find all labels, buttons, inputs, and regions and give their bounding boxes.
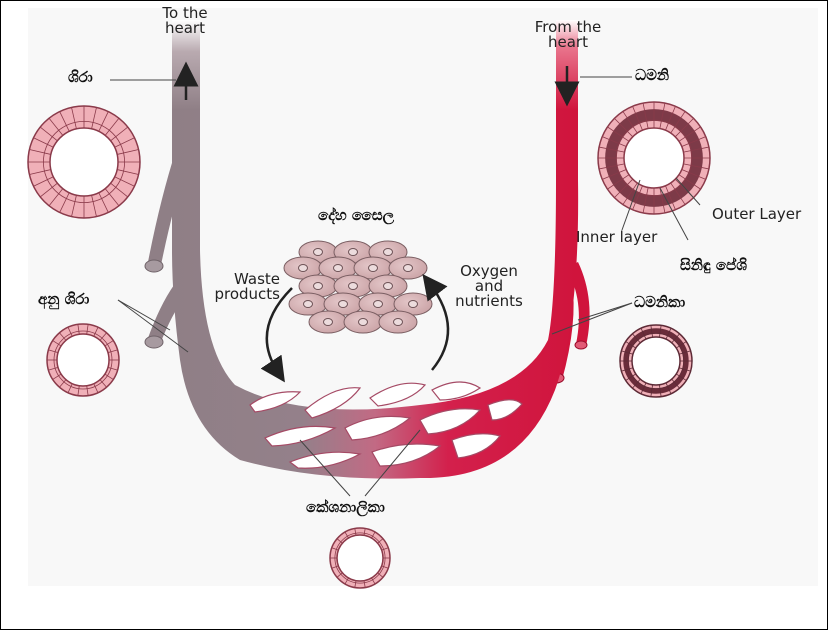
arteriole-cross-section-lumen bbox=[632, 337, 680, 385]
cell-nucleus bbox=[394, 319, 403, 326]
cell-nucleus bbox=[384, 249, 393, 256]
arteriole-cross-section bbox=[620, 325, 692, 397]
cell-nucleus bbox=[349, 249, 358, 256]
outer-layer-label: Outer Layer bbox=[712, 207, 801, 222]
vein-branch-end bbox=[145, 260, 163, 272]
venule-cross-section-lumen bbox=[57, 334, 109, 386]
cell-nucleus bbox=[374, 301, 383, 308]
cell-nucleus bbox=[409, 301, 418, 308]
cell-nucleus bbox=[304, 301, 313, 308]
cell-nucleus bbox=[334, 265, 343, 272]
capillary-label: කේශනාලිකා bbox=[306, 498, 385, 516]
cell-nucleus bbox=[299, 265, 308, 272]
cell-nucleus bbox=[369, 265, 378, 272]
artery-cross-section-lumen bbox=[624, 128, 684, 188]
cell-nucleus bbox=[384, 283, 393, 290]
cell-nucleus bbox=[404, 265, 413, 272]
to-heart-label: To theheart bbox=[156, 6, 214, 36]
vein-cross-section bbox=[28, 106, 140, 218]
cell-nucleus bbox=[314, 283, 323, 290]
arteriole-label: ධමනිකා bbox=[634, 293, 685, 311]
arteriole-branch-2-end bbox=[575, 341, 587, 349]
smooth-muscle-label: සිනිඳු පේශි bbox=[680, 256, 747, 274]
cell-nucleus bbox=[314, 249, 323, 256]
body-cells-label: දේහ සෛල bbox=[318, 206, 394, 224]
capillary-cross-section bbox=[330, 528, 390, 588]
from-heart-label: From theheart bbox=[526, 20, 610, 50]
venule-branch-end bbox=[145, 336, 163, 348]
cell-nucleus bbox=[359, 319, 368, 326]
artery-label: ධමනි bbox=[635, 66, 669, 84]
cell-nucleus bbox=[324, 319, 333, 326]
vein-label: ශිරා bbox=[68, 68, 93, 86]
capillary-cross-section-lumen bbox=[337, 535, 383, 581]
venule-label: අනු ශිරා bbox=[38, 290, 89, 308]
vein-cross-section-lumen bbox=[50, 128, 118, 196]
cell-nucleus bbox=[349, 283, 358, 290]
cell-nucleus bbox=[339, 301, 348, 308]
inner-layer-label: Inner layer bbox=[576, 230, 657, 245]
venule-cross-section bbox=[47, 324, 119, 396]
